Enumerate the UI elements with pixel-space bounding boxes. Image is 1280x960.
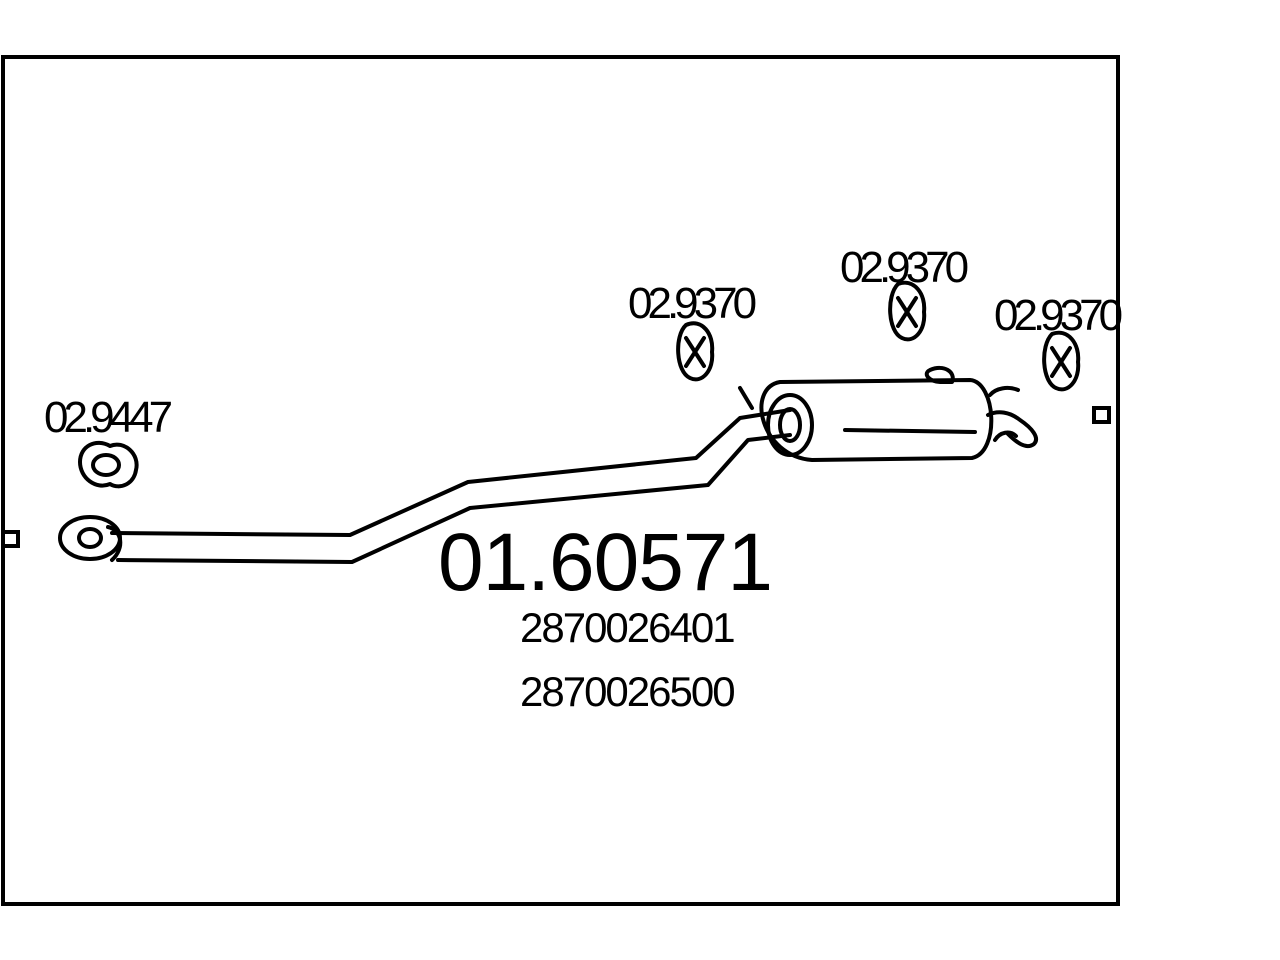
rear-silencer — [738, 365, 994, 462]
oem-number-1: 2870026401 — [520, 604, 734, 651]
rubber-mount-icon-2 — [888, 280, 927, 342]
rubber-mount-icon-1 — [676, 321, 715, 382]
exhaust-pipe — [110, 408, 792, 564]
part-code-mount-3: 02.9370 — [994, 291, 1122, 340]
part-code-mount-1: 02.9370 — [628, 279, 756, 328]
front-flange — [58, 515, 123, 562]
part-code-gasket: 02.9447 — [44, 393, 172, 442]
rubber-mount-icon-3 — [1042, 330, 1081, 392]
oem-number-2: 2870026500 — [520, 668, 734, 715]
edge-marker-left — [1, 530, 20, 548]
edge-marker-right — [1092, 406, 1111, 424]
main-part-number: 01.60571 — [438, 517, 772, 608]
gasket-icon — [78, 440, 139, 489]
tail-pipe — [986, 385, 1039, 449]
diagram-frame — [1, 55, 1120, 906]
part-code-mount-2: 02.9370 — [840, 243, 968, 292]
